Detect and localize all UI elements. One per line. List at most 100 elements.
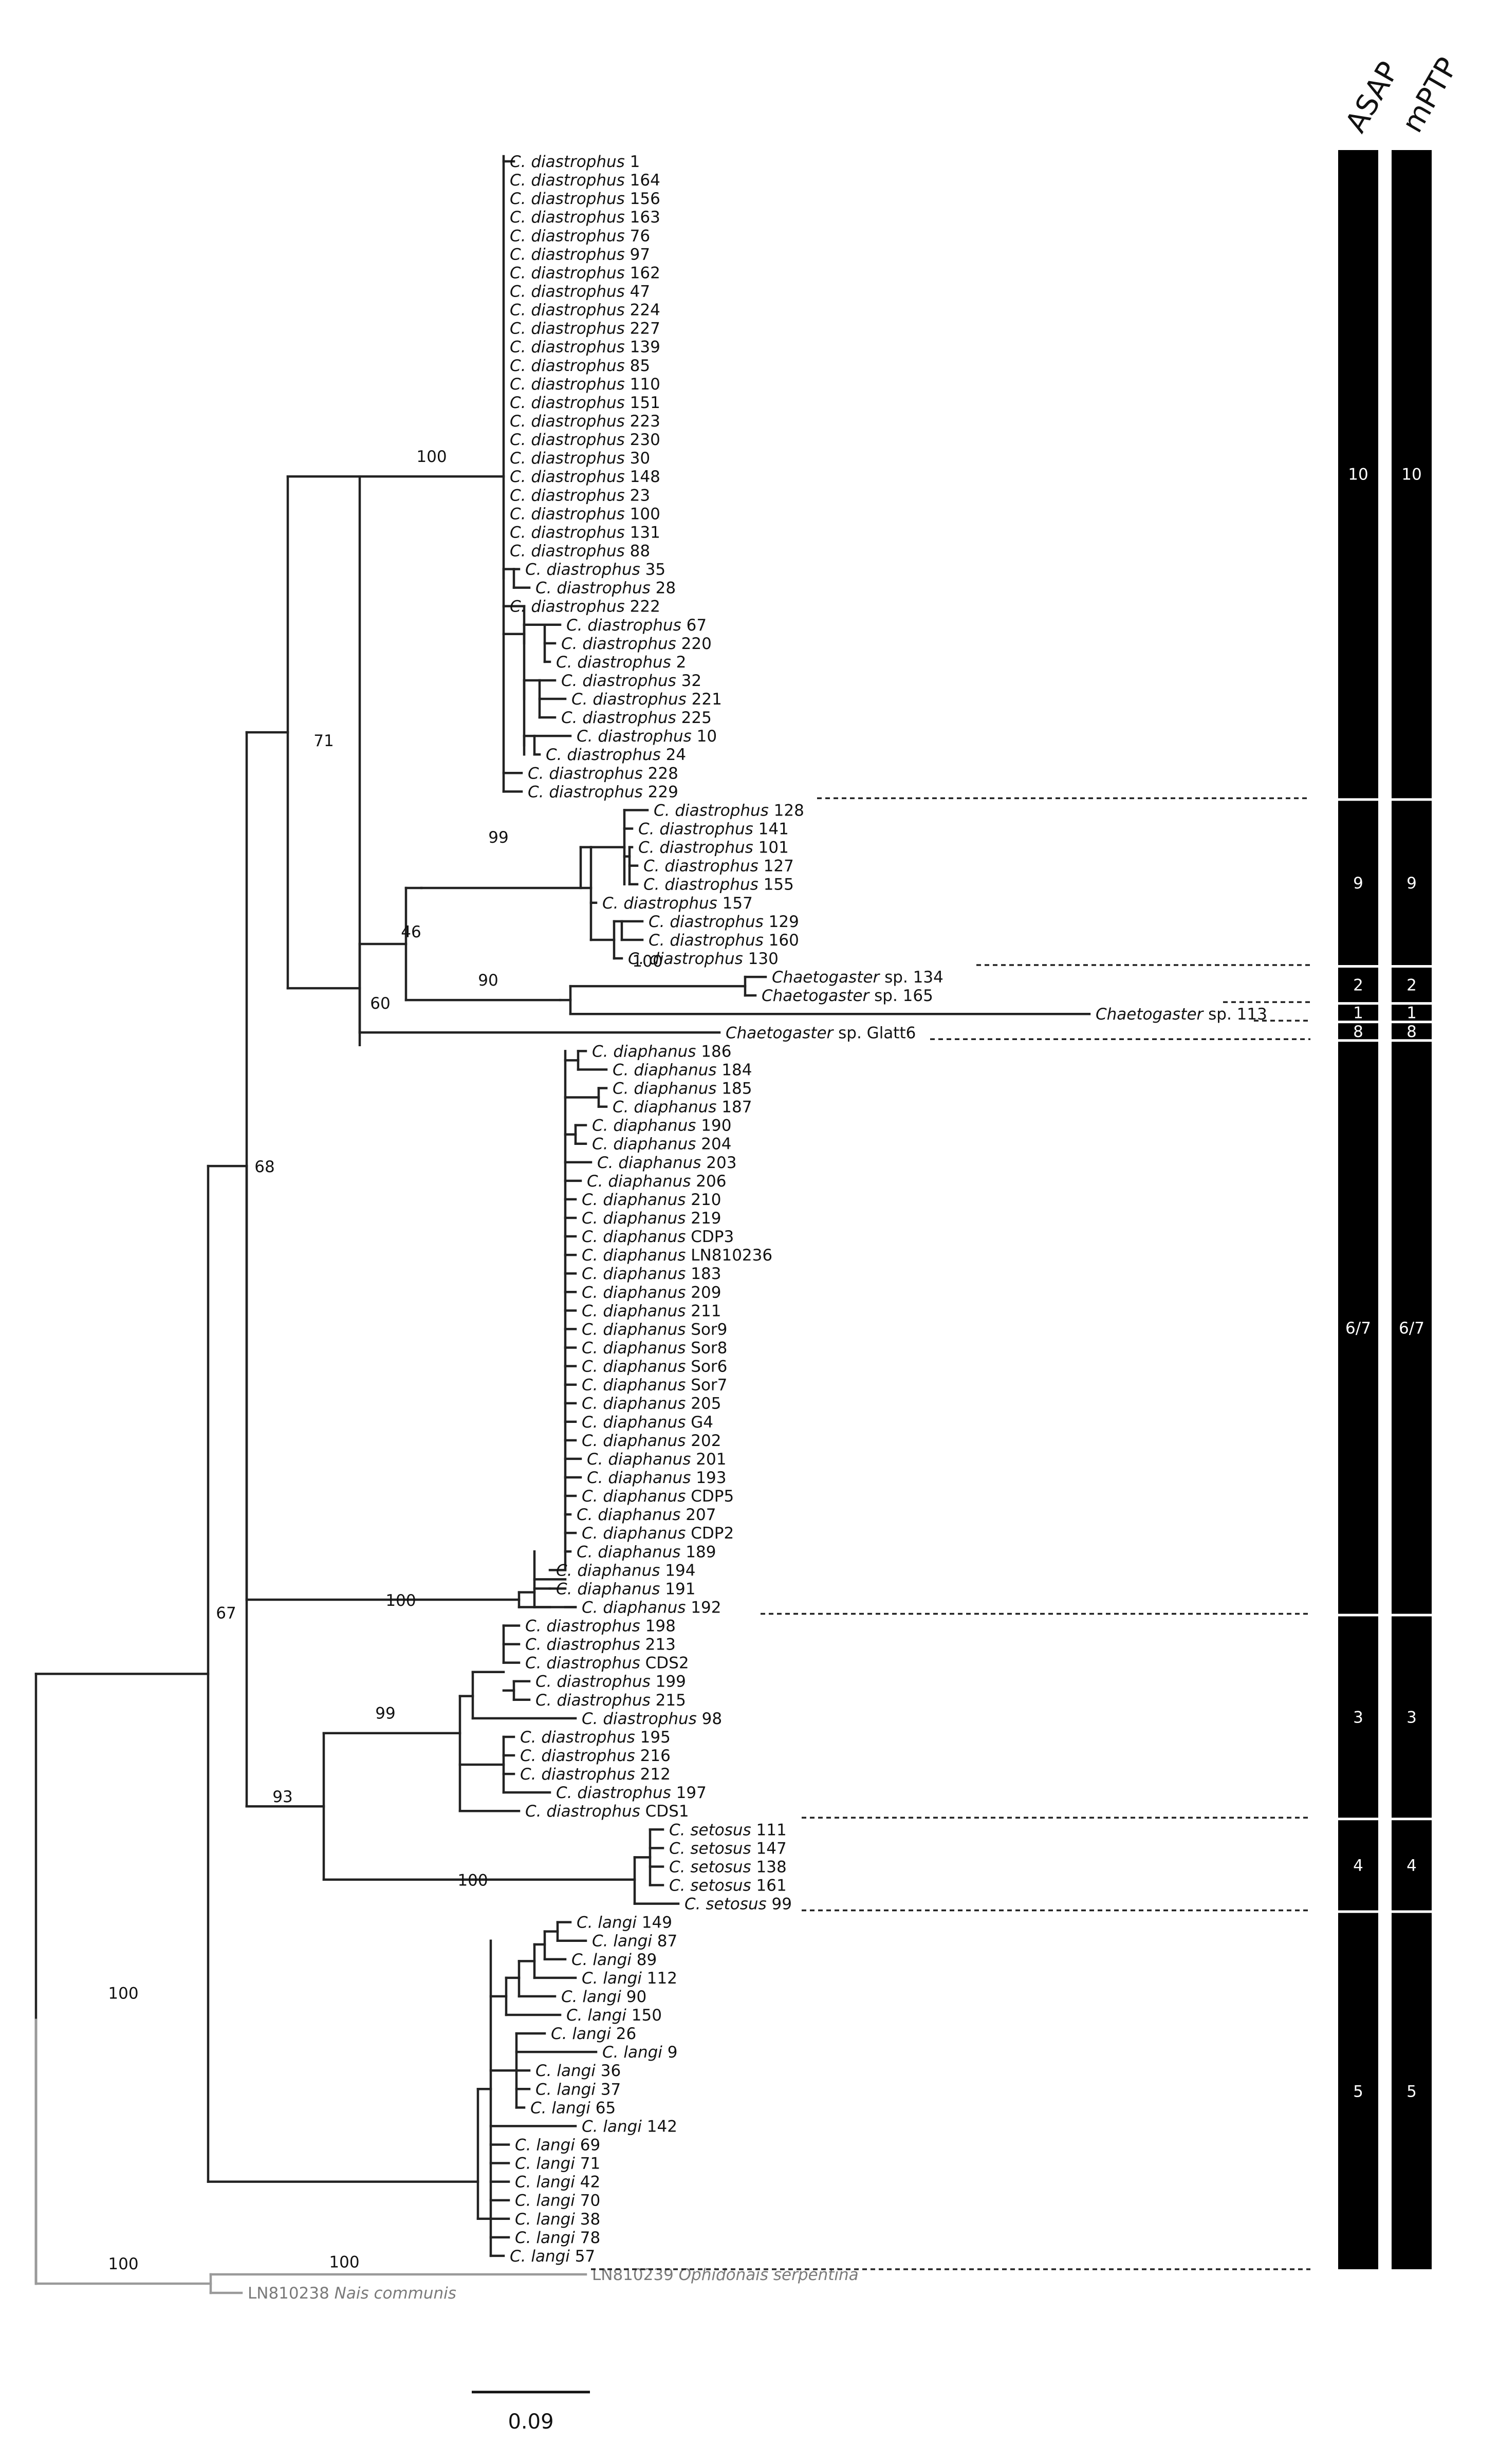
tree-branches: [34, 155, 1091, 2294]
leaf-c67-203: C. diaphanus 203: [597, 1154, 736, 1172]
leaf-c10-156: C. diastrophus 156: [510, 190, 660, 208]
asap-bar-label-c9: 9: [1353, 874, 1363, 893]
mptp-bar-label-c1: 1: [1407, 1004, 1417, 1023]
leaf-c3-CDS2: C. diastrophus CDS2: [525, 1654, 689, 1673]
support-ingroup: 67: [216, 1604, 236, 1622]
leaf-c10-2: C. diastrophus 2: [556, 653, 686, 672]
leaf-c67-184: C. diaphanus 184: [613, 1061, 752, 1079]
support-n60: 60: [370, 994, 390, 1013]
leaf-c5-42: C. langi 42: [515, 2173, 600, 2192]
leaf-c67-Sor7: C. diaphanus Sor7: [582, 1376, 727, 1395]
mptp-bar-c5: [1392, 1913, 1432, 2269]
leaf-c4-99: C. setosus 99: [684, 1895, 792, 1914]
leaf-c9-101: C. diastrophus 101: [638, 839, 789, 857]
support-c67: 100: [385, 1591, 416, 1610]
support-c10: 100: [416, 448, 447, 466]
leaf-c10-30: C. diastrophus 30: [510, 449, 650, 468]
asap-bar-c8: [1338, 1023, 1378, 1040]
leaf-c10-164: C. diastrophus 164: [510, 171, 660, 190]
leaf-c5-70: C. langi 70: [515, 2192, 600, 2210]
leaf-c3-198: C. diastrophus 198: [525, 1617, 676, 1636]
leaf-c10-225: C. diastrophus 225: [561, 709, 712, 727]
asap-column-heading: ASAP: [1339, 56, 1406, 138]
mptp-bar-label-c2: 2: [1407, 976, 1417, 995]
leaf-c67-187: C. diaphanus 187: [613, 1098, 752, 1117]
leaf-c10-76: C. diastrophus 76: [510, 227, 650, 245]
leaf-c9-127: C. diastrophus 127: [643, 857, 794, 876]
leaf-c67-183: C. diaphanus 183: [582, 1265, 721, 1283]
leaf-c4-111: C. setosus 111: [669, 1821, 787, 1839]
asap-bar-label-c10: 10: [1348, 466, 1368, 484]
leaf-c5-71: C. langi 71: [515, 2155, 600, 2173]
asap-bar-label-c67: 6/7: [1345, 1319, 1371, 1338]
leaf-c67-201: C. diaphanus 201: [587, 1450, 726, 1469]
support-c2: 100: [632, 952, 662, 971]
support-c5: 100: [329, 2253, 359, 2272]
leaf-c3-213: C. diastrophus 213: [525, 1636, 676, 1654]
leaf-c10-110: C. diastrophus 110: [510, 375, 660, 394]
leaf-c10-224: C. diastrophus 224: [510, 301, 660, 320]
mptp-bar-label-c8: 8: [1407, 1023, 1417, 1041]
mptp-bar-label-c5: 5: [1407, 2082, 1417, 2101]
mptp-bar-label-c9: 9: [1407, 874, 1417, 893]
asap-bar-label-c5: 5: [1353, 2082, 1363, 2101]
leaf-c10-223: C. diastrophus 223: [510, 412, 660, 431]
leaf-c10-163: C. diastrophus 163: [510, 208, 660, 227]
leaf-c67-CDP5: C. diaphanus CDP5: [582, 1487, 734, 1506]
leaf-c3-199: C. diastrophus 199: [535, 1673, 686, 1691]
leaf-c5-142: C. langi 142: [582, 2117, 677, 2136]
leaf-c10-131: C. diastrophus 131: [510, 523, 660, 542]
leaf-c5-89: C. langi 89: [571, 1951, 657, 1969]
leaf-c67-189: C. diaphanus 189: [577, 1543, 716, 1561]
leaf-c9-155: C. diastrophus 155: [643, 876, 794, 894]
leaf-c67-209: C. diaphanus 209: [582, 1283, 721, 1302]
leaf-c67-191: C. diaphanus 191: [556, 1580, 695, 1598]
support-n68: 68: [254, 1158, 274, 1176]
support-root: 100: [108, 1984, 138, 2003]
leaf-c67-Sor8: C. diaphanus Sor8: [582, 1339, 727, 1357]
leaf-c10-148: C. diastrophus 148: [510, 468, 660, 486]
mptp-bar-label-c10: 10: [1401, 466, 1421, 484]
leaf-c67-194: C. diaphanus 194: [556, 1561, 695, 1580]
support-c9: 99: [488, 828, 508, 847]
leaf-c4-138: C. setosus 138: [669, 1858, 787, 1876]
leaf-c3-195: C. diastrophus 195: [520, 1728, 671, 1747]
leaf-chaetogaster-113: Chaetogaster sp. 113: [1096, 1005, 1267, 1024]
leaf-c10-47: C. diastrophus 47: [510, 282, 650, 301]
mptp-bar-c2: [1392, 968, 1432, 1003]
leaf-c3-197: C. diastrophus 197: [556, 1784, 707, 1802]
asap-bar-c10: [1338, 150, 1378, 799]
asap-bar-label-c1: 1: [1353, 1004, 1363, 1023]
support-n93: 93: [272, 1788, 292, 1806]
leaf-c10-35: C. diastrophus 35: [525, 561, 665, 579]
mptp-bar-c67: [1392, 1042, 1432, 1614]
leaf-c5-65: C. langi 65: [530, 2099, 616, 2117]
mptp-bar-label-c3: 3: [1407, 1708, 1417, 1727]
support-c3: 99: [375, 1705, 395, 1723]
leaf-c10-162: C. diastrophus 162: [510, 264, 660, 282]
support-outgroup: 100: [108, 2255, 138, 2273]
leaf-c67-186: C. diaphanus 186: [592, 1042, 731, 1061]
leaf-c9-160: C. diastrophus 160: [649, 931, 799, 950]
leaf-c67-G4: C. diaphanus G4: [582, 1413, 713, 1432]
leaf-c10-230: C. diastrophus 230: [510, 431, 660, 449]
leaf-c4-147: C. setosus 147: [669, 1839, 787, 1858]
leaf-c67-204: C. diaphanus 204: [592, 1135, 731, 1154]
leaf-c10-97: C. diastrophus 97: [510, 245, 650, 264]
mptp-bar-c9: [1392, 801, 1432, 966]
leaf-c10-23: C. diastrophus 23: [510, 486, 650, 505]
leaf-c67-210: C. diaphanus 210: [582, 1191, 721, 1209]
mptp-bar-c8: [1392, 1023, 1432, 1040]
leaf-c67-219: C. diaphanus 219: [582, 1209, 721, 1228]
leaf-chaetogaster-134: Chaetogaster sp. 134: [772, 968, 943, 987]
leaf-c10-10: C. diastrophus 10: [577, 727, 717, 746]
mptp-column-heading: mPTP: [1396, 52, 1465, 138]
leaf-c10-67: C. diastrophus 67: [566, 616, 707, 635]
leaf-c10-85: C. diastrophus 85: [510, 357, 650, 375]
leaf-c3-98: C. diastrophus 98: [582, 1710, 722, 1728]
